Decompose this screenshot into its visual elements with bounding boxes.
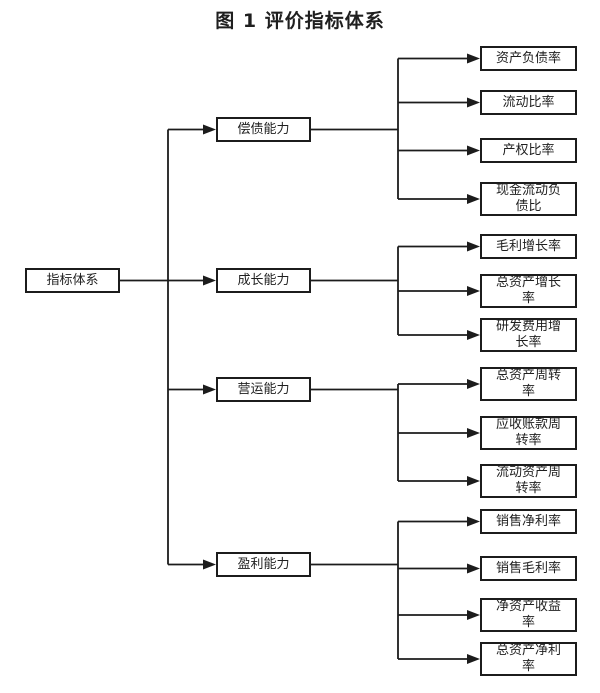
branch-node-profitability: 盈利能力 bbox=[216, 552, 311, 577]
leaf-node: 流动资产周 转率 bbox=[480, 464, 577, 498]
root-node: 指标体系 bbox=[25, 268, 120, 293]
leaf-node: 产权比率 bbox=[480, 138, 577, 163]
figure-title: 图 1 评价指标体系 bbox=[215, 10, 385, 32]
leaf-node: 销售毛利率 bbox=[480, 556, 577, 581]
leaf-node: 研发费用增 长率 bbox=[480, 318, 577, 352]
leaf-node: 毛利增长率 bbox=[480, 234, 577, 259]
connector-leaf-arrows bbox=[398, 53, 480, 664]
leaf-node: 净资产收益 率 bbox=[480, 598, 577, 632]
connector-root-trunk bbox=[120, 129, 169, 565]
leaf-node: 总资产增长 率 bbox=[480, 274, 577, 308]
leaf-node: 资产负债率 bbox=[480, 46, 577, 71]
connector-group-trunks bbox=[311, 58, 399, 659]
branch-node-operating: 营运能力 bbox=[216, 377, 311, 402]
leaf-node: 总资产周转 率 bbox=[480, 367, 577, 401]
leaf-node: 总资产净利 率 bbox=[480, 642, 577, 676]
branch-node-debt-paying: 偿债能力 bbox=[216, 117, 311, 142]
leaf-node: 现金流动负 债比 bbox=[480, 182, 577, 216]
branch-node-growth: 成长能力 bbox=[216, 268, 311, 293]
connector-branch-arrows bbox=[168, 124, 216, 570]
leaf-node: 销售净利率 bbox=[480, 509, 577, 534]
leaf-node: 流动比率 bbox=[480, 90, 577, 115]
leaf-node: 应收账款周 转率 bbox=[480, 416, 577, 450]
